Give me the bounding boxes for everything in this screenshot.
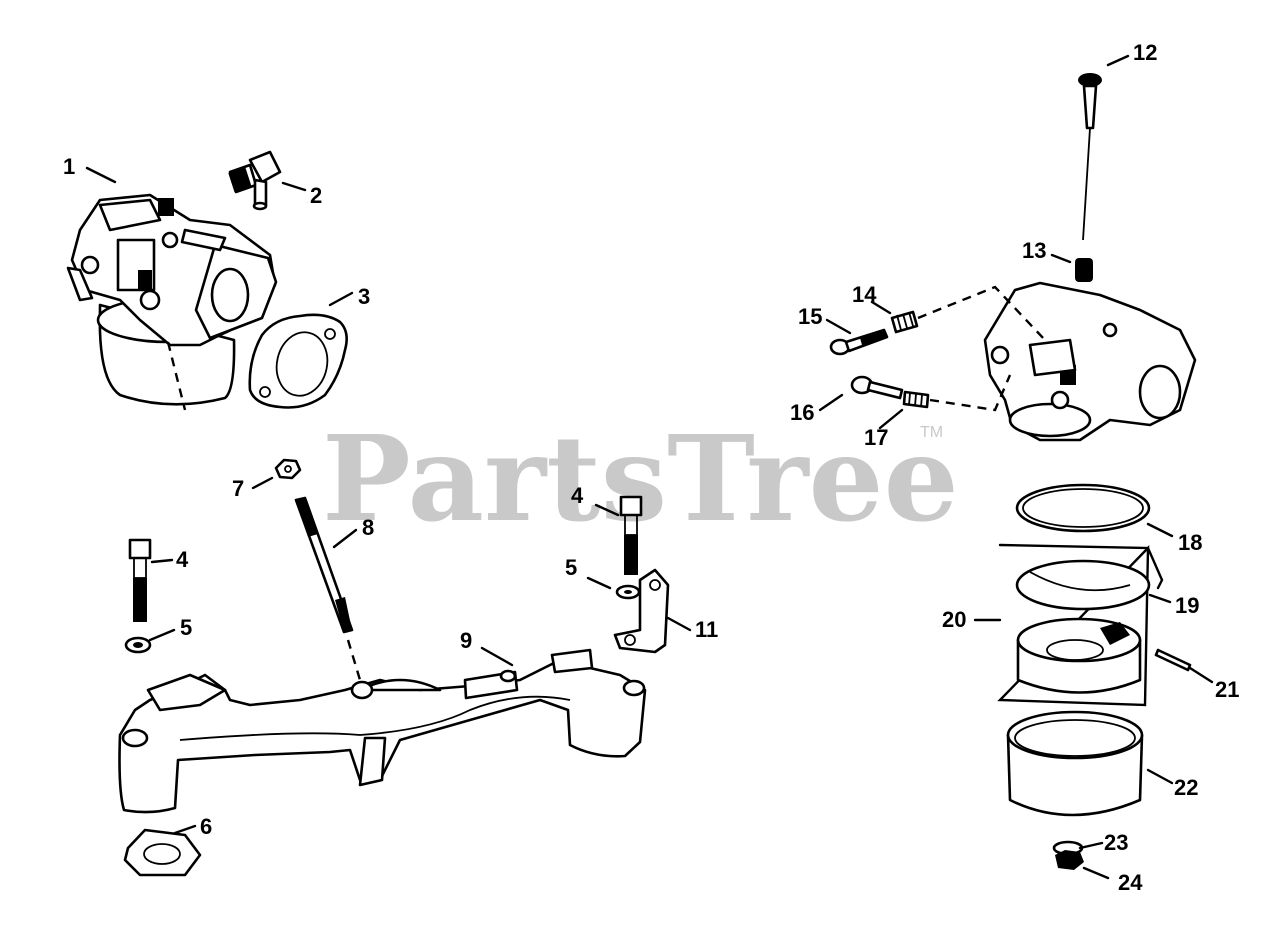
elbow-fitting	[228, 150, 282, 211]
washer-left-hole	[133, 642, 143, 648]
callout-12: 12	[1133, 40, 1157, 65]
stud	[294, 496, 354, 634]
callout-17: 17	[864, 425, 888, 450]
idle-screw	[829, 328, 889, 356]
callout-4-right: 4	[571, 483, 584, 508]
watermark-tm: TM	[920, 424, 943, 441]
flange-gasket	[123, 828, 202, 877]
callout-6: 6	[200, 814, 212, 839]
callout-9: 9	[460, 628, 472, 653]
bolt-left	[128, 538, 152, 622]
bracket	[613, 568, 670, 654]
gasket	[248, 313, 348, 409]
callout-13: 13	[1022, 238, 1046, 263]
callout-16: 16	[790, 400, 814, 425]
o-ring-inner	[1022, 488, 1144, 528]
float-bowl	[1006, 710, 1144, 817]
mixture-spring	[902, 390, 930, 409]
leader-lines	[85, 54, 1214, 880]
callout-18: 18	[1178, 530, 1202, 555]
callout-15: 15	[798, 304, 822, 329]
callout-7: 7	[232, 476, 244, 501]
callout-19: 19	[1175, 593, 1199, 618]
callout-23: 23	[1104, 830, 1128, 855]
callout-3: 3	[358, 284, 370, 309]
mixture-screw	[850, 375, 904, 400]
callout-11: 11	[695, 617, 718, 642]
needle-valve	[1078, 73, 1102, 241]
callout-4-left: 4	[176, 547, 189, 572]
carburetor-body	[983, 281, 1197, 442]
callout-8: 8	[362, 515, 374, 540]
o-ring	[1015, 483, 1151, 533]
callout-5-right: 5	[565, 555, 577, 580]
callout-2: 2	[310, 183, 322, 208]
callout-14: 14	[852, 282, 877, 307]
callout-1: 1	[63, 154, 75, 179]
nut	[274, 458, 302, 480]
callout-20: 20	[942, 607, 966, 632]
washer-right-hole	[624, 590, 632, 594]
bowl-nut	[1055, 850, 1084, 870]
callout-22: 22	[1174, 775, 1198, 800]
spring	[1075, 258, 1093, 282]
diaphragm	[1015, 559, 1151, 611]
bolt-right	[619, 495, 643, 575]
callout-21: 21	[1215, 677, 1239, 702]
idle-spring	[890, 310, 919, 334]
callout-5-left: 5	[180, 615, 192, 640]
intake-manifold	[118, 648, 647, 814]
float-pin	[1154, 648, 1192, 672]
watermark-logo: PartsTree	[322, 409, 959, 548]
carburetor-assembly	[66, 193, 278, 406]
callout-24: 24	[1118, 870, 1143, 895]
float	[1016, 617, 1142, 694]
